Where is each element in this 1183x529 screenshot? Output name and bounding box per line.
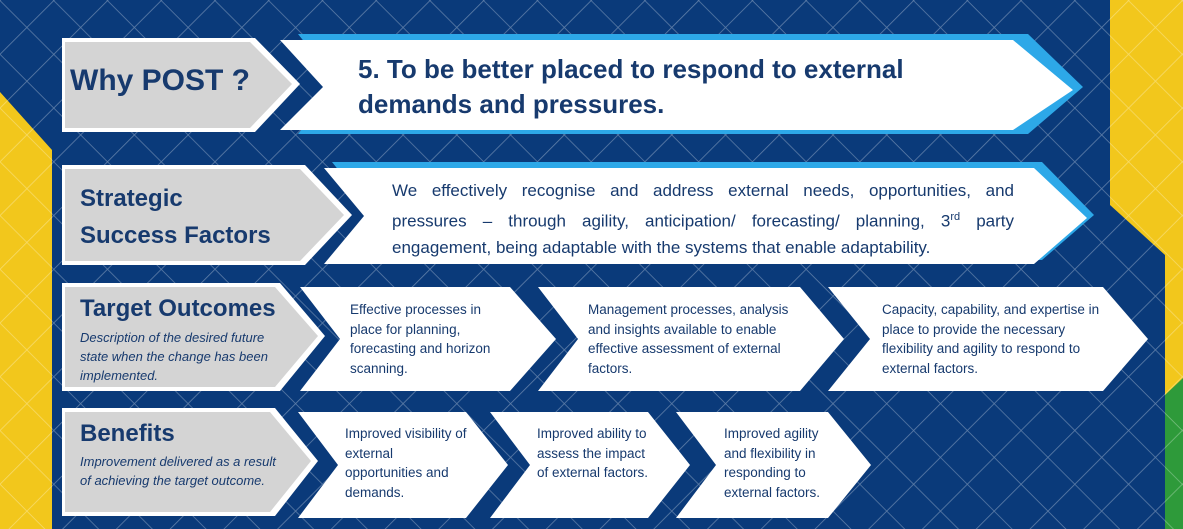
target-outcomes-label: Target Outcomes — [80, 295, 276, 322]
why-post-chevron — [62, 38, 300, 132]
benefit-chevron-3 — [676, 412, 871, 518]
ssf-arrow — [324, 162, 1094, 264]
ssf-text-sup: rd — [950, 211, 961, 223]
outcome-chevron-1 — [300, 287, 556, 391]
outcome-chevron-2 — [538, 287, 844, 391]
target-outcomes-chevron — [62, 283, 325, 391]
benefits-chevron — [62, 408, 318, 516]
statement-text: 5. To be better placed to respond to ext… — [358, 54, 904, 119]
ssf-label-line1: Strategic — [80, 185, 183, 212]
benefit-text-2: Improved ability to assess the impact of… — [537, 426, 649, 480]
ssf-chevron — [62, 165, 352, 265]
benefit-chevron-2 — [490, 412, 690, 518]
ssf-label: Strategic Success Factors — [80, 180, 271, 254]
benefits-description: Improvement delivered as a result of ach… — [80, 454, 276, 488]
statement-arrow — [280, 34, 1083, 134]
benefits-label: Benefits — [80, 420, 175, 447]
outcome-text-2: Management processes, analysis and insig… — [588, 302, 789, 376]
ssf-label-line2: Success Factors — [80, 222, 271, 249]
benefit-chevron-1 — [298, 412, 508, 518]
benefit-text-1: Improved visibility of external opportun… — [345, 426, 467, 500]
benefit-text-3: Improved agility and flexibility in resp… — [724, 426, 821, 500]
ssf-text: We effectively recognise and address ext… — [392, 178, 1014, 261]
ssf-text-end: party engagement, being adaptable with t… — [392, 211, 1014, 257]
outcome-chevron-3 — [828, 287, 1148, 391]
outcome-text-3: Capacity, capability, and expertise in p… — [882, 302, 1100, 376]
target-outcomes-description: Description of the desired future state … — [80, 330, 268, 383]
ssf-text-main: We effectively recognise and address ext… — [392, 181, 1014, 231]
outcome-text-1: Effective processes in place for plannin… — [350, 302, 491, 376]
why-post-label: Why POST ? — [70, 64, 250, 97]
